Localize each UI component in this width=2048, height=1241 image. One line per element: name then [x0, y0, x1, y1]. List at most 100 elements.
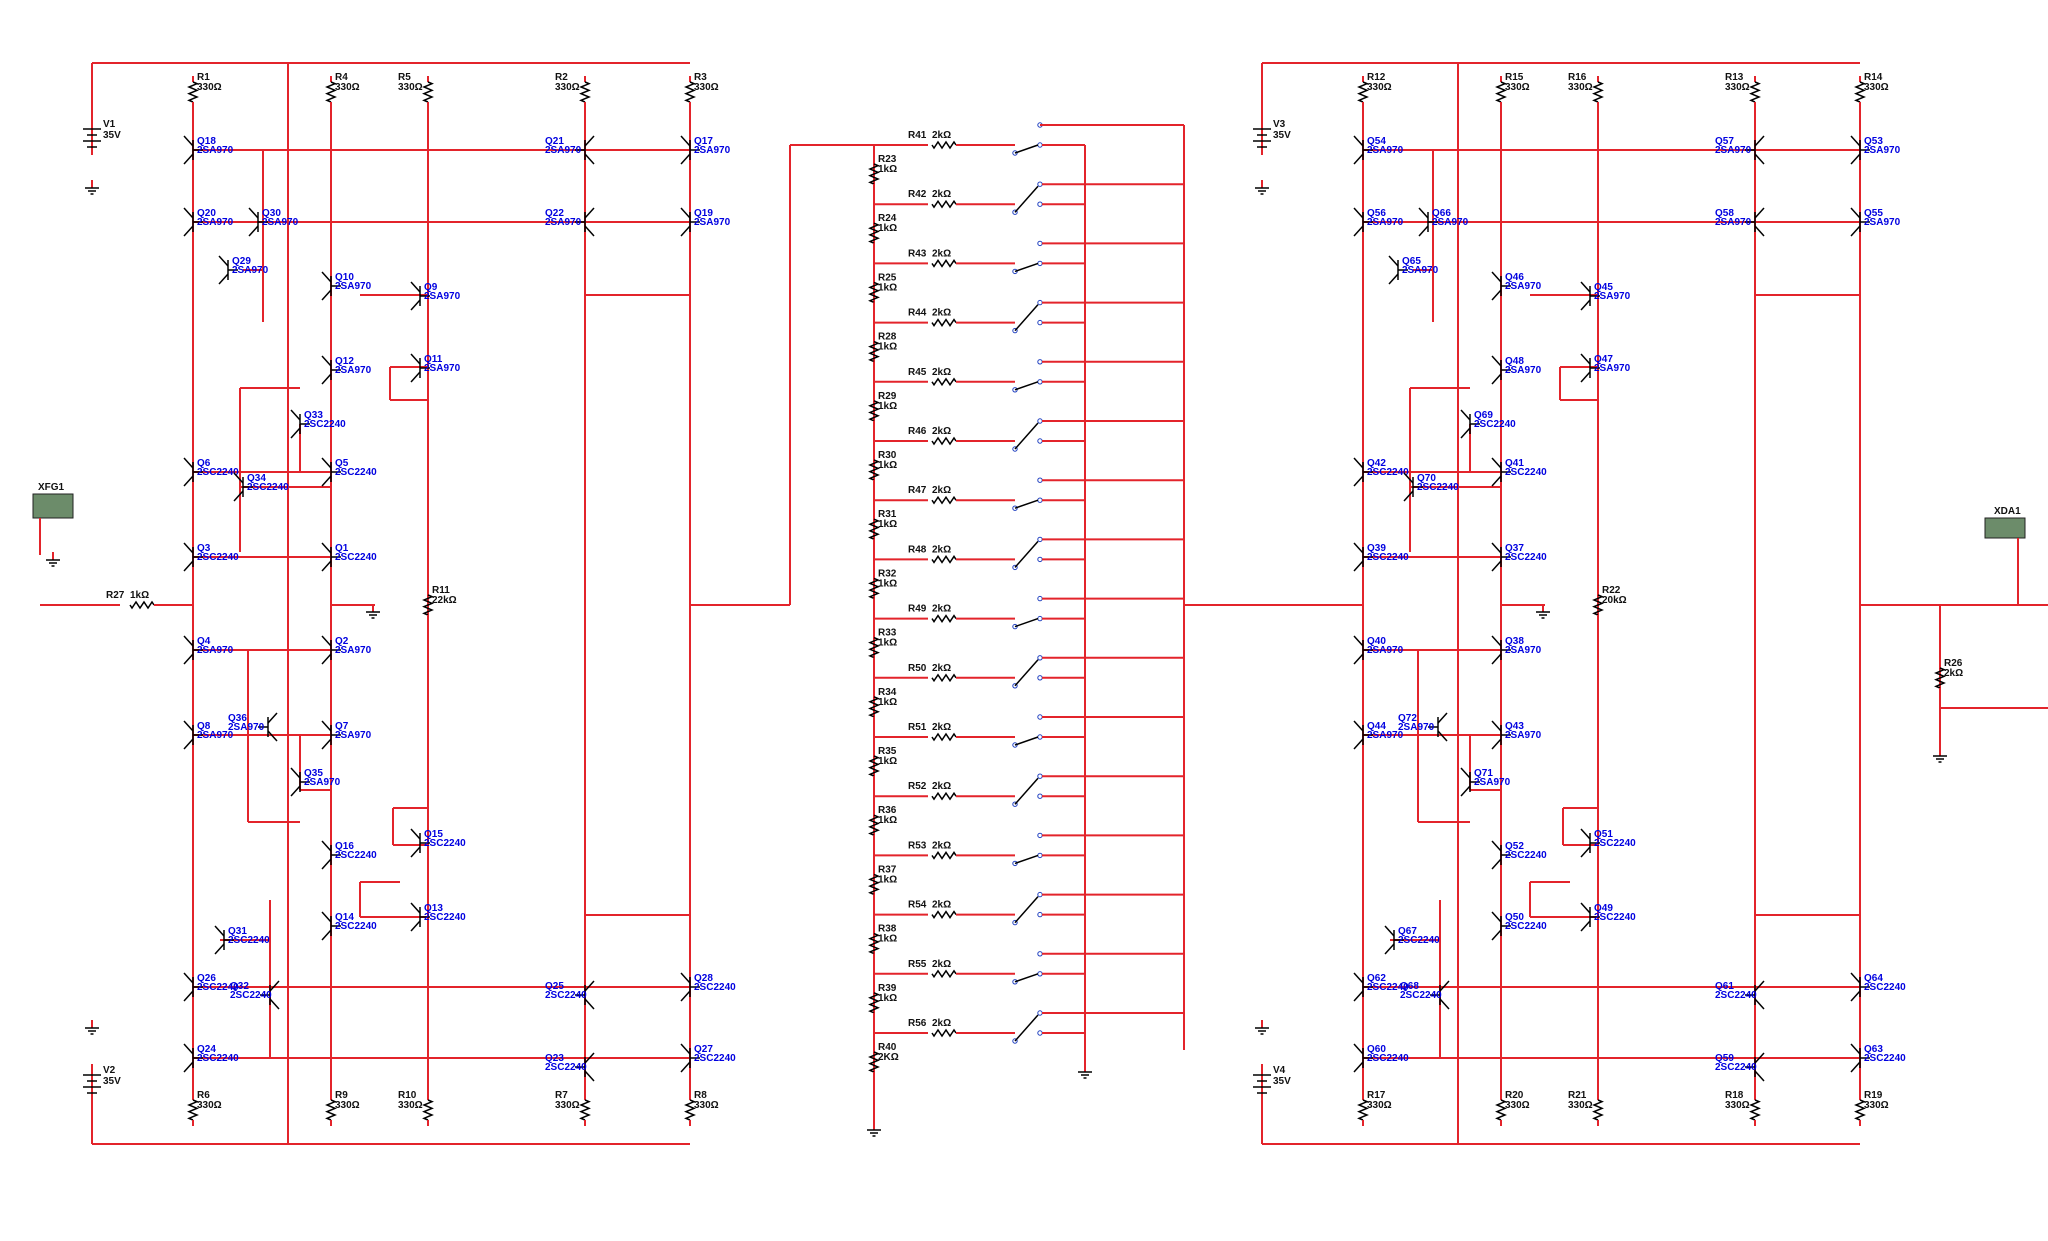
switch-lever	[1014, 973, 1039, 983]
transistor-type: 2SA970	[335, 281, 372, 292]
resistor-value: 330Ω	[1367, 1100, 1392, 1111]
transistor-ref: Q23	[545, 1053, 564, 1064]
transistor-type: 2SA970	[1398, 722, 1435, 733]
transistor-ref: Q63	[1864, 1044, 1883, 1055]
source-value: 35V	[103, 1076, 121, 1087]
resistor-zigzag	[129, 600, 155, 610]
transistor-collector	[1353, 1043, 1364, 1055]
resistor-value: 2kΩ	[932, 781, 951, 792]
transistor-collector	[183, 542, 194, 554]
resistor-zigzag	[931, 199, 957, 209]
transistor-type: 2SA970	[304, 777, 341, 788]
transistor-emitter	[1418, 225, 1429, 237]
resistor-value: 330Ω	[335, 1100, 360, 1111]
resistor-value: 1kΩ	[878, 993, 897, 1004]
transistor-collector	[267, 712, 278, 724]
resistor-ref: R25	[878, 272, 897, 283]
transistor-ref: Q62	[1367, 973, 1386, 984]
transistor-collector	[1460, 767, 1471, 779]
transistor-ref: Q53	[1864, 136, 1883, 147]
transistor-emitter	[1353, 990, 1364, 1002]
transistor-type: 2SC2240	[197, 552, 239, 563]
transistor-emitter	[183, 1061, 194, 1073]
transistor-type: 2SA970	[262, 217, 299, 228]
resistor-ref: R19	[1864, 1090, 1883, 1101]
switch-contact	[1037, 536, 1043, 543]
transistor-ref: Q14	[335, 912, 354, 923]
transistor-ref: Q71	[1474, 768, 1493, 779]
transistor-ref: Q47	[1594, 354, 1613, 365]
source-ref: V1	[103, 119, 116, 130]
resistor-ref: R6	[197, 1090, 210, 1101]
resistor-zigzag	[868, 636, 880, 659]
switch-lever	[1014, 777, 1039, 805]
switch-lever	[1014, 422, 1039, 450]
ground-symbol	[1078, 1064, 1092, 1079]
switch-contact	[1037, 891, 1043, 898]
resistor-zigzag	[1357, 81, 1369, 103]
switch-contact	[1037, 556, 1043, 563]
switch-contact	[1037, 1010, 1043, 1016]
resistor-ref: R44	[908, 308, 927, 319]
transistor-collector	[321, 911, 332, 923]
transistor-collector	[1754, 207, 1765, 219]
left-amplifier: V135VV235VR1330ΩR4330ΩR5330ΩR2330ΩR3330Ω…	[83, 62, 736, 1145]
resistor-zigzag	[1357, 1099, 1369, 1121]
instrument-ref: XDA1	[1994, 506, 2021, 517]
transistor-type: 2SC2240	[1367, 982, 1409, 993]
transistor-emitter	[584, 1070, 595, 1082]
resistor-ref: R28	[878, 332, 897, 343]
transistor-type: 2SA970	[228, 722, 265, 733]
resistor-zigzag	[579, 81, 591, 103]
transistor-ref: Q15	[424, 829, 443, 840]
switch-lever	[1014, 736, 1039, 746]
resistor-zigzag	[422, 594, 434, 616]
resistor-ref: R15	[1505, 72, 1524, 83]
transistor-collector	[1580, 281, 1591, 293]
transistor-collector	[1491, 840, 1502, 852]
resistor-value: 330Ω	[1568, 82, 1593, 93]
resistor-ref: R55	[908, 959, 927, 970]
transistor-collector	[680, 207, 691, 219]
transistor-type: 2SC2240	[197, 467, 239, 478]
function-generator-box	[32, 493, 74, 519]
resistor-ref: R53	[908, 840, 927, 851]
transistor-type: 2SC2240	[1367, 467, 1409, 478]
resistor-ref: R31	[878, 509, 897, 520]
resistor-ref: R4	[335, 72, 348, 83]
transistor-type: 2SA970	[1505, 730, 1542, 741]
transistor-ref: Q27	[694, 1044, 713, 1055]
transistor-emitter	[1850, 153, 1861, 165]
transistor-collector	[1353, 207, 1364, 219]
resistor-value: 330Ω	[1725, 1100, 1750, 1111]
ground-symbol	[46, 552, 60, 567]
resistor-zigzag	[868, 755, 880, 777]
resistor-ref: R22	[1602, 585, 1621, 596]
